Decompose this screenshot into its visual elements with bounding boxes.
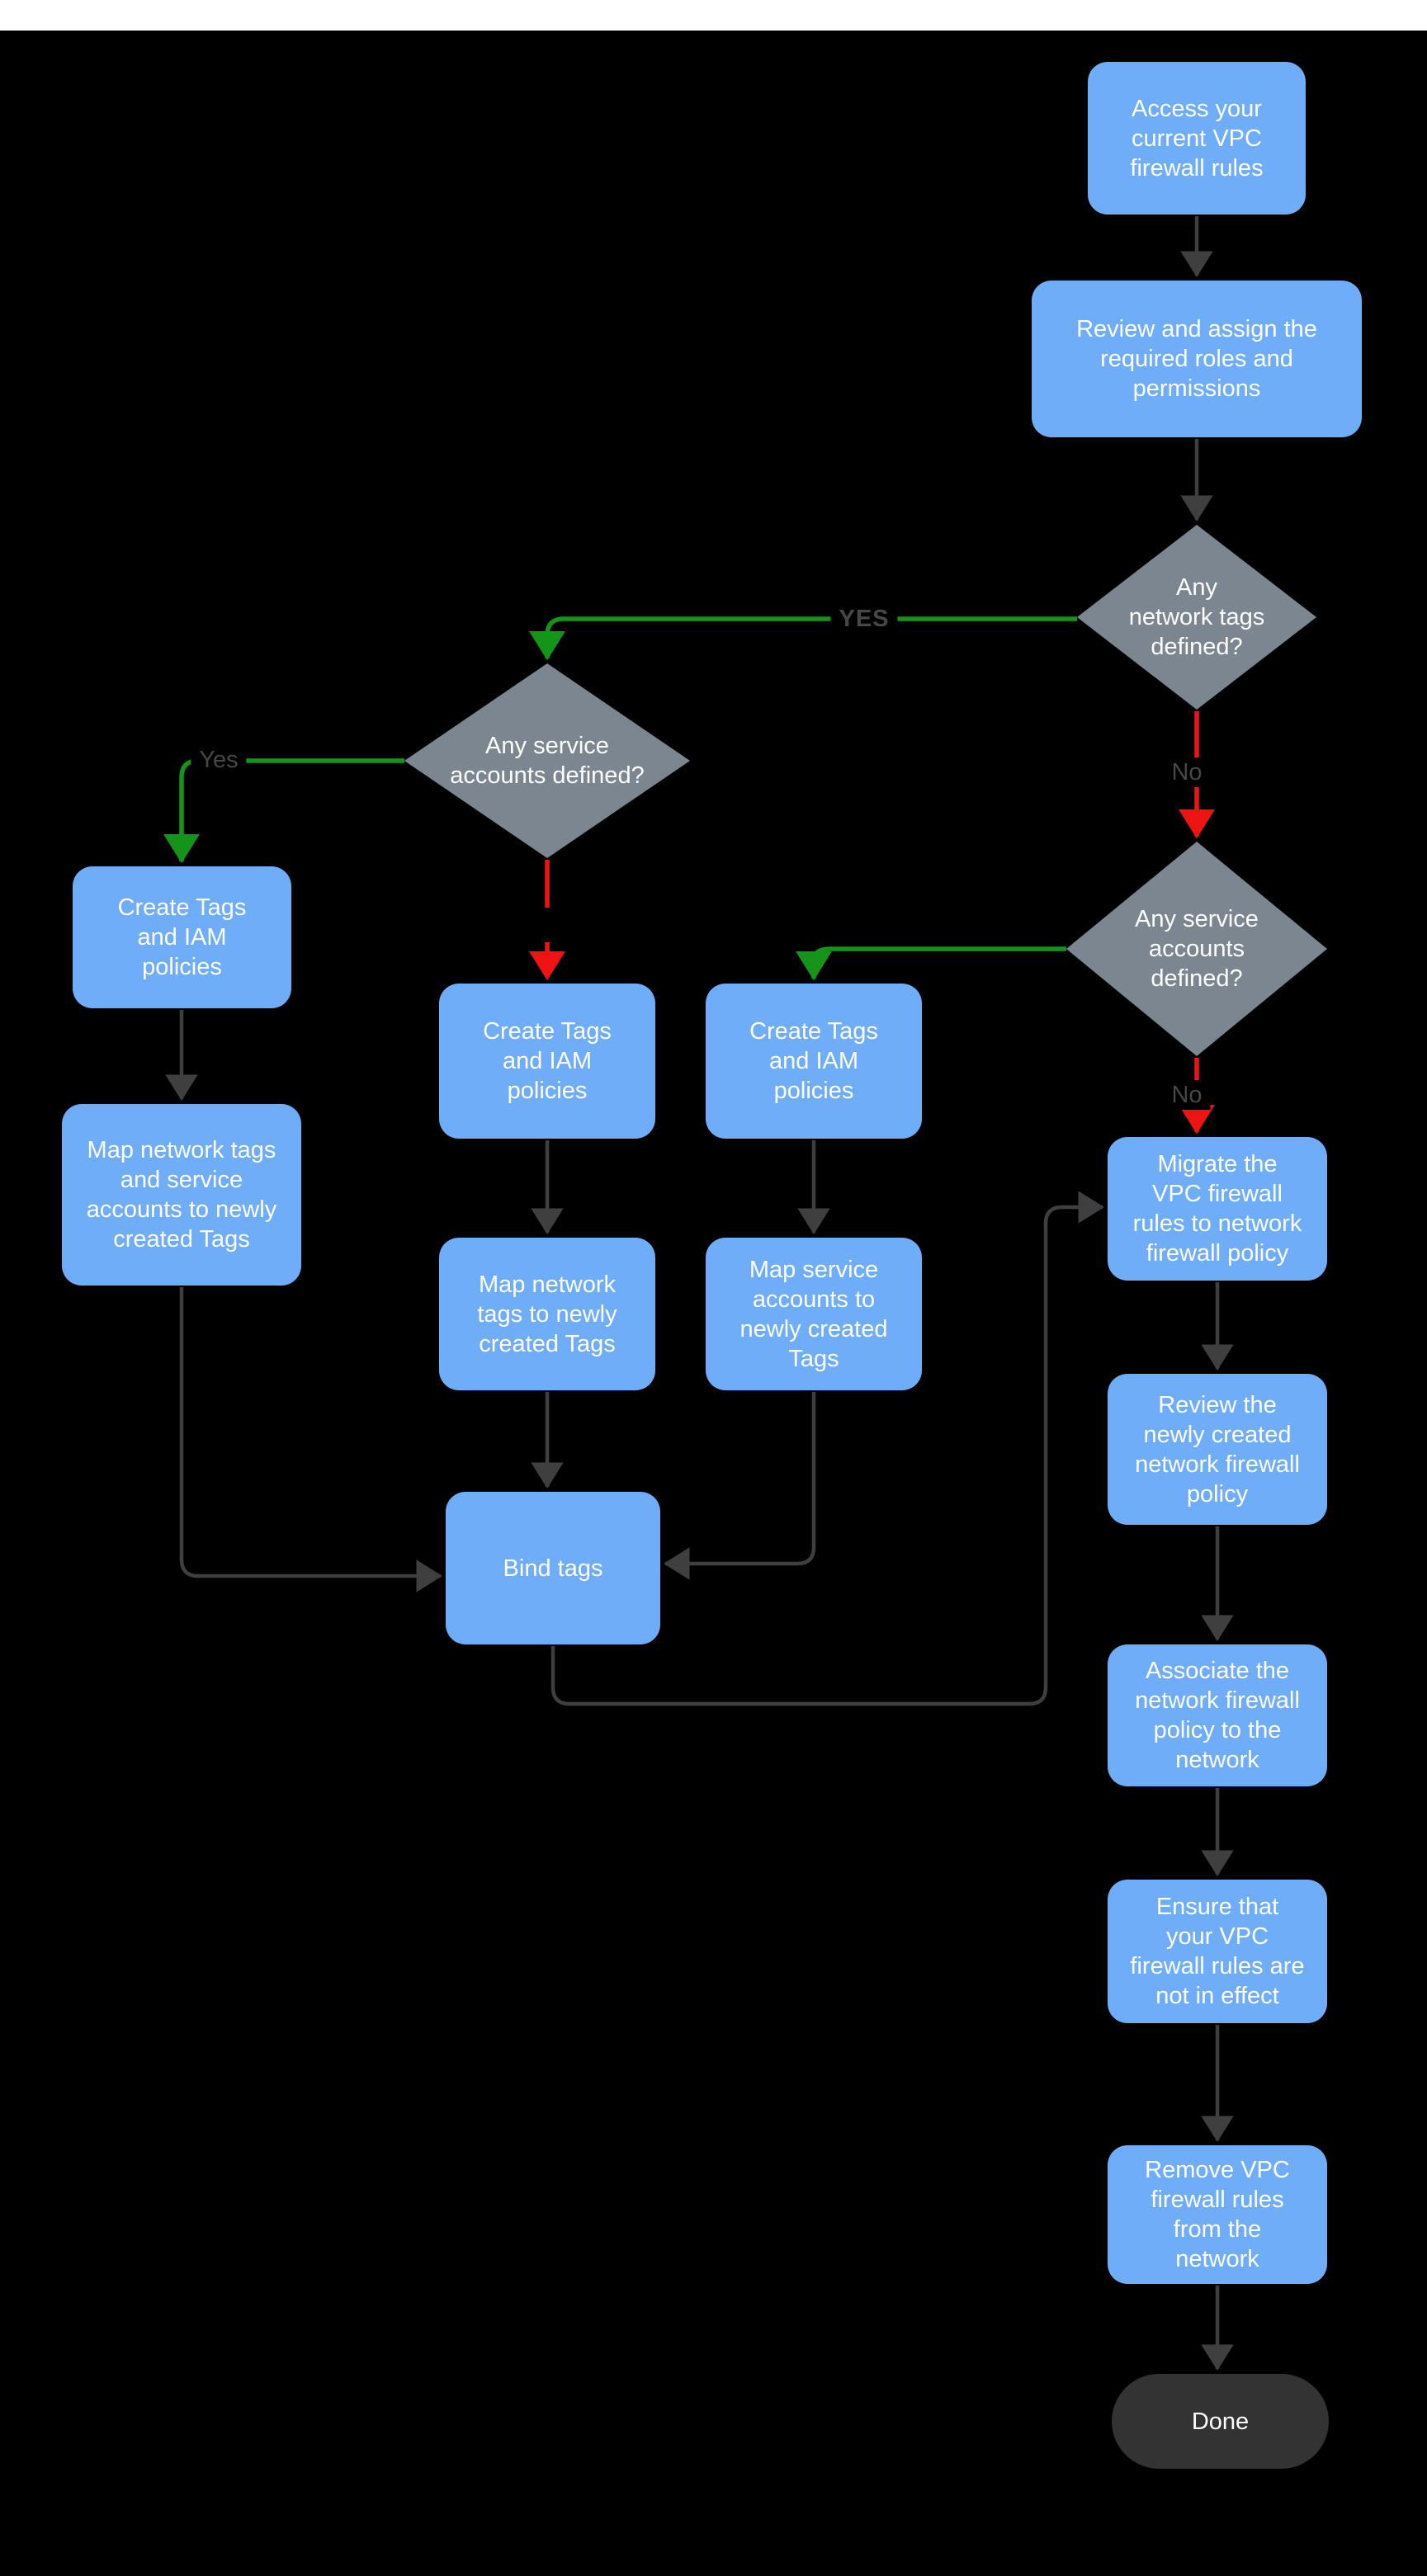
node-bind-tags: Bind tags — [446, 1492, 660, 1644]
node-remove-vpc-rules-text: Remove VPC firewall rules from the netwo… — [1145, 2157, 1290, 2272]
edge-saleft-createleft-yes — [163, 758, 404, 864]
node-bind-tags-text: Bind tags — [503, 1555, 603, 1582]
node-review-firewall-policy: Review the newly created network firewal… — [1108, 1374, 1327, 1525]
edge-mapleft-bind — [179, 1287, 442, 1592]
node-map-service-accounts: Map service accounts to newly created Ta… — [706, 1238, 922, 1390]
edge-label-no-upper: No — [1163, 757, 1211, 787]
node-review-firewall-policy-text: Review the newly created network firewal… — [1135, 1391, 1300, 1507]
node-map-tags-and-service-accounts: Map network tags and service accounts to… — [62, 1104, 301, 1286]
node-create-tags-iam-left: Create Tags and IAM policies — [73, 866, 291, 1008]
node-review-roles-permissions-text: Review and assign the required roles and… — [1076, 316, 1317, 402]
edge-mapright-bind — [664, 1392, 816, 1580]
decision-service-accounts-left-text: Any service accounts defined? — [450, 733, 645, 789]
edge-bind-migrate — [550, 1191, 1104, 1706]
edge-label-yes-upper: YES — [830, 604, 898, 634]
node-map-tags-and-service-accounts-text: Map network tags and service accounts to… — [86, 1137, 277, 1253]
node-associate-policy-network-text: Associate the network firewall policy to… — [1135, 1658, 1300, 1773]
node-map-network-tags-text: Map network tags to newly created Tags — [477, 1271, 617, 1357]
node-create-tags-iam-mid-text: Create Tags and IAM policies — [483, 1018, 612, 1104]
node-done-terminator: Done — [1112, 2374, 1329, 2469]
node-migrate-vpc-rules-text: Migrate the VPC firewall rules to networ… — [1132, 1151, 1302, 1267]
edge-label-no-lower: No — [1163, 1080, 1211, 1110]
node-create-tags-iam-right-text: Create Tags and IAM policies — [749, 1018, 878, 1104]
edge-nettags-saleft-yes — [529, 616, 1077, 661]
node-create-tags-iam-right: Create Tags and IAM policies — [706, 984, 922, 1139]
node-associate-policy-network: Associate the network firewall policy to… — [1108, 1644, 1327, 1786]
node-ensure-rules-not-in-effect-text: Ensure that your VPC firewall rules are … — [1130, 1894, 1305, 2009]
node-ensure-rules-not-in-effect: Ensure that your VPC firewall rules are … — [1108, 1880, 1327, 2023]
edge-saright-createright-yes — [796, 946, 1066, 981]
decision-network-tags-defined-text: Any network tags defined? — [1128, 574, 1265, 660]
node-create-tags-iam-left-text: Create Tags and IAM policies — [117, 894, 247, 980]
node-map-network-tags: Map network tags to newly created Tags — [439, 1238, 655, 1390]
top-white-strip — [0, 0, 1427, 31]
decision-service-accounts-right-text: Any service accounts defined? — [1135, 906, 1259, 992]
node-create-tags-iam-mid: Create Tags and IAM policies — [439, 984, 655, 1139]
node-review-roles-permissions: Review and assign the required roles and… — [1032, 281, 1362, 437]
node-remove-vpc-rules: Remove VPC firewall rules from the netwo… — [1108, 2145, 1327, 2284]
node-map-service-accounts-text: Map service accounts to newly created Ta… — [739, 1256, 888, 1372]
edge-label-yes-left: Yes — [191, 745, 247, 775]
node-access-vpc-rules: Access your current VPC firewall rules — [1088, 62, 1306, 215]
node-access-vpc-rules-text: Access your current VPC firewall rules — [1130, 95, 1264, 182]
node-migrate-vpc-rules: Migrate the VPC firewall rules to networ… — [1108, 1137, 1327, 1281]
node-done-terminator-text: Done — [1191, 2408, 1250, 2435]
